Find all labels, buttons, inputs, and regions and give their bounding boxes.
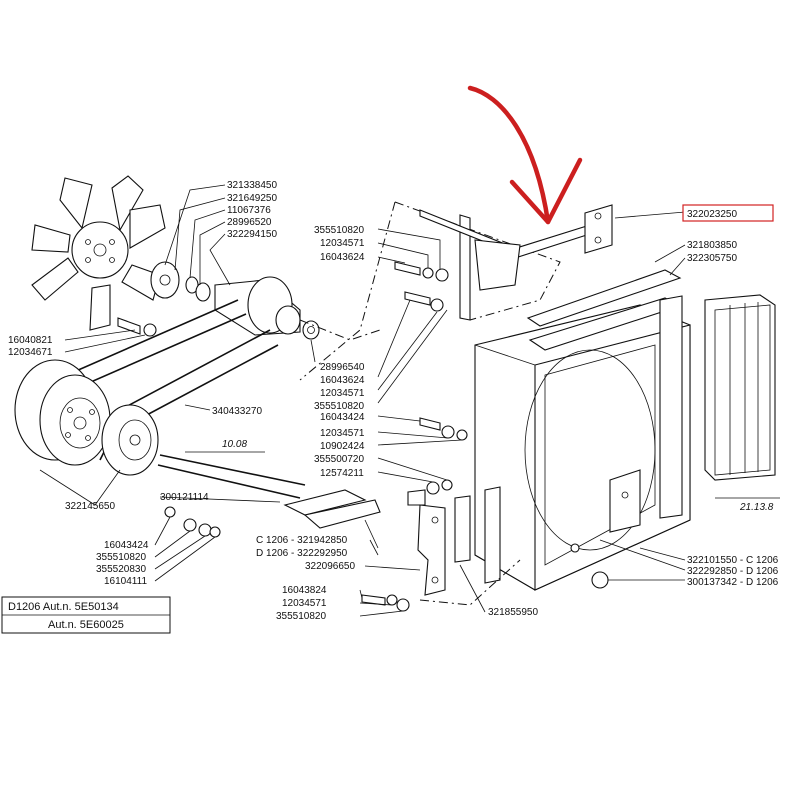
label-right-1: 321803850 bbox=[687, 240, 737, 251]
label-mid-9: 12034571 bbox=[320, 428, 365, 439]
label-mid-2: 12034571 bbox=[320, 238, 365, 249]
label-plate-2: 16043424 bbox=[104, 540, 149, 551]
label-bolt-1: 16040821 bbox=[8, 335, 53, 346]
label-mid-1: 355510820 bbox=[314, 225, 364, 236]
alternator-pulley: 10.08 bbox=[101, 404, 306, 499]
label-fan-2: 321649250 bbox=[227, 193, 277, 204]
left-bolt bbox=[117, 317, 157, 337]
label-mid-12: 12574211 bbox=[320, 468, 364, 479]
label-bottom-3: 355510820 bbox=[276, 611, 326, 622]
info-box: D1206 Aut.n. 5E50134 Aut.n. 5E60025 bbox=[1, 596, 171, 634]
fan-drawing bbox=[31, 175, 166, 331]
label-plate-5: 16104111 bbox=[104, 576, 147, 587]
label-mid-11: 355500720 bbox=[314, 454, 364, 465]
label-pulley: 322145650 bbox=[65, 501, 115, 512]
label-plate-4: 355520830 bbox=[96, 564, 146, 575]
label-bottom-4: 321855950 bbox=[488, 607, 538, 618]
radiator-core: 21.13.8 bbox=[704, 294, 780, 513]
label-bolt-2: 12034671 bbox=[8, 347, 53, 358]
info-line-1: D1206 Aut.n. 5E50134 bbox=[8, 601, 119, 613]
label-right-4: 322292850 - D 1206 bbox=[687, 566, 779, 577]
ref-label-1: 10.08 bbox=[222, 439, 247, 450]
highlight-box bbox=[682, 204, 774, 222]
label-highlight: 322023250 bbox=[687, 209, 737, 220]
radiator-shroud bbox=[474, 269, 691, 591]
crank-pulley bbox=[14, 359, 111, 466]
leader-lines bbox=[39, 184, 686, 617]
label-fan-4: 28996520 bbox=[227, 217, 272, 228]
label-fan-3: 11067376 bbox=[227, 205, 271, 216]
label-bottom-1: 16043824 bbox=[282, 585, 327, 596]
label-c1206: C 1206 - 321942850 bbox=[256, 535, 348, 546]
label-mid-6: 12034571 bbox=[320, 388, 365, 399]
bracket-plates bbox=[164, 489, 381, 538]
red-arrow bbox=[467, 85, 583, 225]
label-plate-3: 355510820 bbox=[96, 552, 146, 563]
label-mid-4: 28996540 bbox=[320, 362, 365, 373]
label-belt: 340433270 bbox=[212, 406, 262, 417]
label-mid-10: 10902424 bbox=[320, 441, 365, 452]
mount-frame bbox=[299, 201, 613, 381]
label-plate-1: 300121114 bbox=[160, 492, 209, 503]
hub-parts bbox=[150, 261, 320, 340]
label-mid-3: 16043624 bbox=[320, 252, 365, 263]
label-right-3: 322101550 - C 1206 bbox=[687, 555, 779, 566]
label-mid-7: 355510820 bbox=[314, 401, 364, 412]
right-labels: 322023250 321803850 322305750 322101550 … bbox=[682, 204, 779, 588]
label-right-5: 300137342 - D 1206 bbox=[687, 577, 779, 588]
label-fan-1: 321338450 bbox=[227, 180, 277, 191]
label-mid-8: 16043424 bbox=[320, 412, 365, 423]
label-mid-5: 16043624 bbox=[320, 375, 365, 386]
belt-drawing bbox=[59, 299, 279, 461]
label-bottom-2: 12034571 bbox=[282, 598, 327, 609]
support-plate bbox=[417, 495, 471, 596]
label-mid-13: 322096650 bbox=[305, 561, 355, 572]
info-line-2: Aut.n. 5E60025 bbox=[48, 619, 124, 631]
middle-fasteners bbox=[361, 261, 468, 612]
ref-label-2: 21.13.8 bbox=[739, 502, 774, 513]
left-labels: 321338450 321649250 11067376 28996520 32… bbox=[8, 180, 277, 587]
label-right-2: 322305750 bbox=[687, 253, 737, 264]
label-fan-5: 322294150 bbox=[227, 229, 277, 240]
middle-labels: 355510820 12034571 16043624 28996540 160… bbox=[256, 225, 538, 622]
label-d1206: D 1206 - 322292950 bbox=[256, 548, 348, 559]
